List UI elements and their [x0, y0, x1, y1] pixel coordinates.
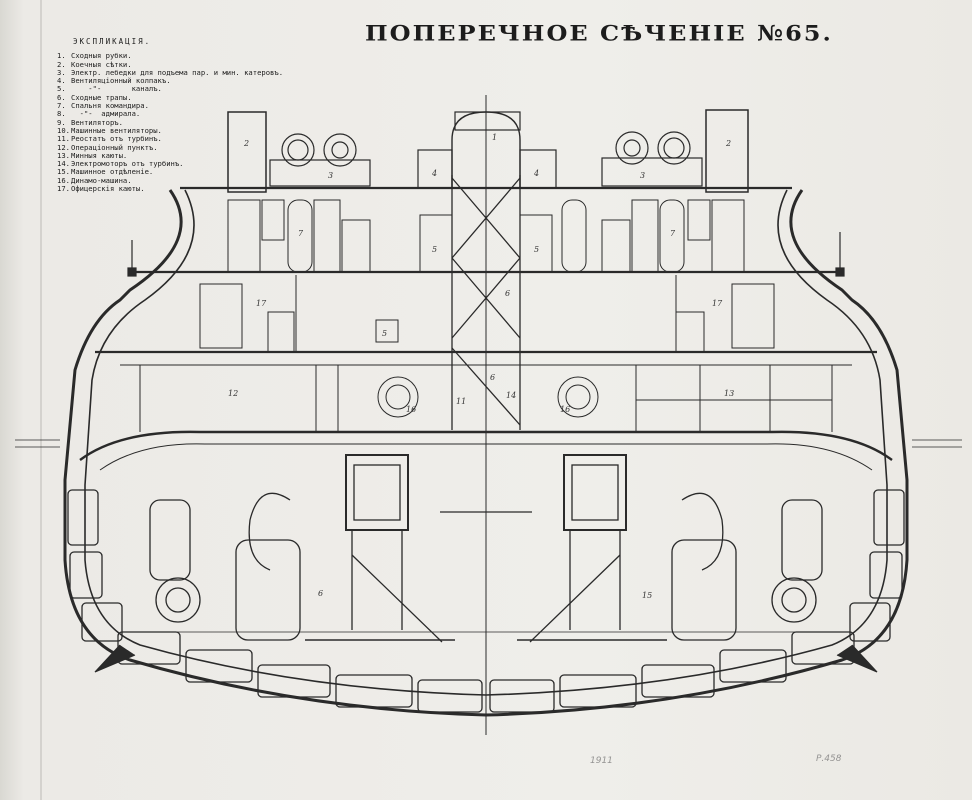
legend-item-number: 12.	[57, 142, 70, 152]
svg-text:6: 6	[490, 373, 495, 382]
lower-deck	[79, 430, 893, 461]
legend-item-text: Сходныя рубки.	[71, 51, 132, 61]
legend-item-number: 15.	[57, 167, 70, 177]
legend-heading: ЭКСПЛИКАЦІЯ.	[73, 37, 152, 46]
legend-item: 2. Коечныя сѣтки.	[57, 59, 283, 69]
svg-text:4: 4	[431, 169, 437, 178]
legend: ЭКСПЛИКАЦІЯ. 1. Сходныя рубки. 2. Коечныя с…	[57, 37, 284, 194]
legend-item: 7. Спальня командира.	[57, 101, 283, 111]
legend-item-number: 9.	[57, 117, 66, 127]
legend-item: 6. Сходные трапы.	[57, 92, 283, 102]
svg-text:16: 16	[406, 405, 416, 414]
legend-item-text: Офицерскія каюты.	[71, 184, 145, 194]
paper-fold	[40, 0, 42, 800]
legend-item-text: Машинные вентиляторы.	[71, 125, 162, 135]
legend-item-text: Минныя каюты.	[71, 150, 128, 160]
legend-item: 5. -"- каналъ.	[57, 84, 283, 94]
svg-text:7: 7	[298, 229, 304, 238]
legend-item: 17.Офицерскія каюты.	[57, 184, 283, 194]
outer-hull	[63, 189, 909, 717]
legend-item: 11.Реостатъ отъ турбинъ.	[57, 134, 283, 144]
boat-winch-right	[601, 131, 703, 187]
svg-text:3: 3	[328, 171, 333, 180]
turbine-right	[529, 454, 823, 643]
legend-item-number: 10.	[57, 125, 70, 135]
legend-item-number: 7.	[57, 101, 66, 111]
svg-text:2: 2	[243, 139, 249, 148]
pencil-note-2: Р.458	[816, 754, 842, 764]
legend-item-text: Реостатъ отъ турбинъ.	[71, 134, 162, 144]
legend-item: 9. Вентиляторъ.	[57, 117, 283, 127]
pencil-note-1: 1911	[590, 756, 613, 766]
turbine-left	[149, 454, 443, 643]
legend-item: 8. -"- адмирала.	[57, 109, 283, 119]
legend-item-number: 17.	[57, 184, 70, 194]
legend-item-number: 3.	[57, 67, 66, 77]
legend-item-text: Операціонный пунктъ.	[71, 142, 158, 152]
legend-item: 1. Сходныя рубки.	[57, 51, 283, 61]
legend-item-number: 6.	[57, 92, 66, 102]
legend-item-number: 13.	[57, 150, 70, 160]
svg-text:6: 6	[505, 289, 510, 298]
svg-text:5: 5	[382, 329, 387, 338]
legend-item-number: 5.	[57, 84, 66, 94]
legend-item-number: 11.	[57, 134, 70, 144]
ventilator-left	[227, 111, 267, 193]
legend-item: 15.Машинное отдѣленіе.	[57, 167, 283, 177]
legend-item: 16.Динамо-машина.	[57, 175, 283, 185]
svg-text:13: 13	[724, 389, 734, 398]
legend-item-text: Коечныя сѣтки.	[71, 59, 132, 69]
boat-winch-left	[269, 133, 371, 187]
legend-item-number: 16.	[57, 175, 70, 185]
legend-item: 10.Машинные вентиляторы.	[57, 125, 283, 135]
legend-list: 1. Сходныя рубки. 2. Коечныя сѣтки. 3. Электр…	[57, 51, 284, 194]
ventilator-right	[705, 109, 749, 193]
legend-item-number: 4.	[57, 76, 66, 86]
svg-text:17: 17	[256, 299, 267, 308]
legend-item: 3. Электр. лебедки для подъема пар. и мин…	[57, 67, 284, 77]
legend-item: 12.Операціонный пунктъ.	[57, 142, 283, 152]
legend-item-number: 8.	[57, 109, 66, 119]
legend-item-text: Динамо-машина.	[71, 175, 132, 185]
legend-item-text: -"- адмирала.	[71, 109, 141, 119]
legend-item: 4. Вентиляціонный колпакъ.	[57, 76, 283, 86]
drawing-title: ПОПЕРЕЧНОЕ СѢЧЕНІЕ №65.	[365, 20, 833, 47]
svg-text:4: 4	[533, 169, 539, 178]
svg-text:5: 5	[534, 245, 539, 254]
legend-item-text: Вентиляціонный колпакъ.	[71, 76, 171, 86]
svg-text:3: 3	[640, 171, 645, 180]
legend-item-text: Электромоторъ отъ турбинъ.	[71, 159, 184, 169]
legend-item-number: 1.	[57, 51, 66, 61]
svg-text:12: 12	[228, 389, 238, 398]
svg-text:5: 5	[432, 245, 437, 254]
svg-text:6: 6	[318, 589, 323, 598]
legend-item-number: 14.	[57, 159, 70, 169]
svg-text:15: 15	[642, 591, 652, 600]
svg-text:17: 17	[712, 299, 723, 308]
legend-item: 13.Минныя каюты.	[57, 150, 283, 160]
legend-item-text: Вентиляторъ.	[71, 117, 123, 127]
legend-item-text: Спальня командира.	[71, 101, 149, 111]
legend-item-text: Электр. лебедки для подъема пар. и мин. …	[71, 67, 284, 77]
svg-text:14: 14	[506, 391, 516, 400]
legend-item-text: Машинное отдѣленіе.	[71, 167, 154, 177]
svg-text:11: 11	[456, 397, 466, 406]
svg-text:16: 16	[560, 405, 570, 414]
legend-item-text: -"- каналъ.	[71, 84, 162, 94]
legend-item-number: 2.	[57, 59, 66, 69]
svg-text:7: 7	[670, 229, 676, 238]
legend-item-text: Сходные трапы.	[71, 92, 132, 102]
legend-item: 14.Электромоторъ отъ турбинъ.	[57, 159, 283, 169]
svg-text:1: 1	[492, 133, 497, 142]
svg-text:2: 2	[725, 139, 731, 148]
inner-hull	[84, 189, 888, 696]
